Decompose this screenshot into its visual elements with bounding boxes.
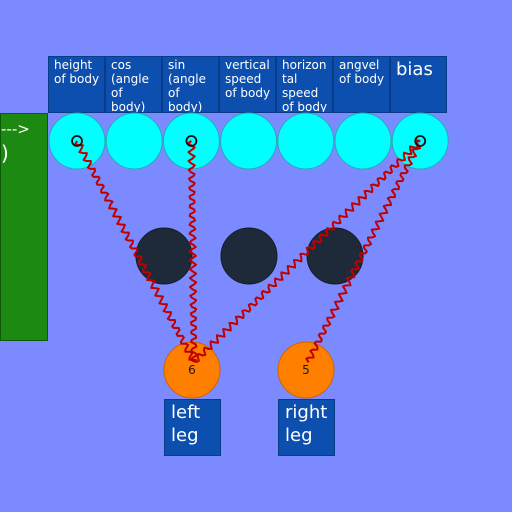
output-value: 6 — [188, 363, 196, 377]
active-input-marker — [414, 135, 427, 147]
input-label-bias: bias — [390, 56, 447, 113]
hidden-node — [135, 227, 193, 285]
connection-wire — [187, 140, 198, 363]
side-panel: ---> ) — [0, 113, 48, 341]
paren-text: ) — [1, 141, 9, 165]
connection-wire — [305, 140, 422, 363]
input-node — [105, 112, 163, 170]
input-node — [334, 112, 392, 170]
marker-layer — [71, 135, 427, 147]
output-node — [277, 341, 335, 399]
hidden-node-layer — [135, 227, 364, 285]
input-label-angvel: angvel of body — [333, 56, 390, 113]
input-label-vertical-speed: vertical speed of body — [219, 56, 276, 113]
active-input-marker — [71, 135, 83, 147]
input-node — [277, 112, 335, 170]
connection-wire — [74, 140, 198, 362]
arrow-text: ---> — [1, 120, 30, 138]
connection-wire — [191, 139, 421, 363]
input-label-cos-angle: cos (angle of body) — [105, 56, 162, 113]
output-label-right-leg: right leg — [278, 399, 335, 456]
connection-layer — [74, 139, 422, 363]
active-input-marker — [185, 135, 198, 147]
input-label-height: height of body — [48, 56, 105, 113]
output-label-left-leg: left leg — [164, 399, 221, 456]
input-node — [220, 112, 278, 170]
input-label-horizontal-speed: horizontal speed of body — [276, 56, 333, 113]
output-value: 5 — [302, 363, 310, 377]
hidden-node — [220, 227, 278, 285]
input-label-sin-angle: sin (angle of body) — [162, 56, 219, 113]
input-node-layer — [48, 112, 449, 170]
